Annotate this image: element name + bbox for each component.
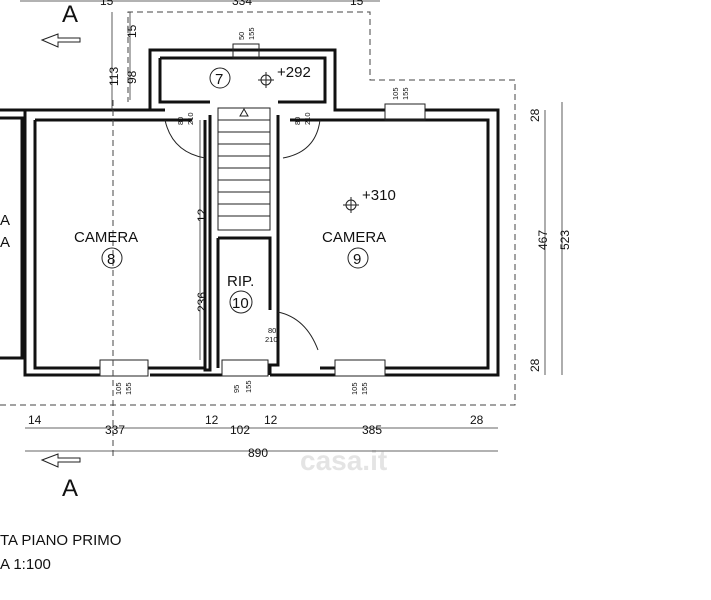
room-number-circle-10 — [229, 290, 253, 314]
bottom-right-window-height: 155 — [360, 382, 369, 395]
inner-walls — [33, 56, 490, 375]
watermark-text: casa.it — [300, 445, 387, 476]
section-label-bottom: A — [62, 475, 78, 502]
room-name-camera-9: CAMERA — [322, 229, 386, 246]
door-swing-right — [282, 119, 321, 159]
room-number-9: 9 — [353, 251, 361, 268]
elevation-310: +310 — [362, 187, 396, 204]
room-name-rip-10: RIP. — [227, 273, 254, 290]
bottom-dim-14: 14 — [28, 413, 42, 427]
door-swing-left — [164, 119, 206, 159]
bottom-dim-385: 385 — [362, 423, 382, 437]
bottom-right-window-width: 105 — [350, 382, 359, 395]
right-dim-28-bottom: 28 — [528, 358, 542, 372]
bottom-left-window — [99, 359, 149, 377]
room-number-10: 10 — [232, 295, 249, 312]
footprint-outline — [0, 11, 516, 406]
room-number-circle-8 — [101, 247, 123, 269]
bottom-left-window-width: 105 — [114, 382, 123, 395]
bottom-right-window — [334, 359, 386, 377]
bottom-left-window-height: 155 — [124, 382, 133, 395]
bottom-dim-12-b: 12 — [264, 413, 278, 427]
door-rip-height: 210 — [265, 335, 278, 344]
left-neighbor-walls — [0, 116, 24, 360]
door-left-height: 210 — [186, 112, 195, 125]
bottom-dim-28: 28 — [470, 413, 484, 427]
room-number-8: 8 — [107, 251, 115, 268]
inner-dim-236: 236 — [195, 292, 209, 312]
plan-scale: A 1:100 — [0, 556, 51, 573]
staircase — [217, 107, 271, 231]
top-dim-334: 334 — [232, 0, 252, 8]
left-partial-label-1: A — [0, 212, 10, 229]
top-window-width: 50 — [237, 32, 246, 40]
elevation-marker-292 — [258, 72, 274, 88]
door-right-height: 210 — [303, 112, 312, 125]
right-dim-523: 523 — [558, 230, 572, 250]
section-arrow-top — [40, 33, 81, 48]
inner-dim-12: 12 — [195, 208, 209, 222]
left-dim-15: 15 — [125, 24, 139, 38]
bottom-dim-337: 337 — [105, 423, 125, 437]
room-name-camera-8: CAMERA — [74, 229, 138, 246]
right-top-window-height: 155 — [401, 87, 410, 100]
elevation-marker-310 — [343, 197, 359, 213]
door-right-width: 80 — [293, 117, 302, 125]
room-number-7: 7 — [215, 71, 223, 88]
elevation-292: +292 — [277, 64, 311, 81]
room-number-circle-9 — [347, 247, 369, 269]
bottom-mid-window-width: 95 — [232, 385, 241, 393]
room-number-circle-7 — [209, 67, 231, 89]
section-label-top: A — [62, 1, 78, 28]
right-dim-467: 467 — [536, 230, 550, 250]
plan-title: TA PIANO PRIMO — [0, 532, 122, 549]
left-partial-label-2: A — [0, 234, 10, 251]
bottom-dim-12-a: 12 — [205, 413, 219, 427]
right-top-window — [384, 103, 426, 121]
left-dim-98: 98 — [125, 70, 139, 84]
top-dim-15-right: 15 — [350, 0, 364, 8]
outer-walls — [0, 48, 500, 377]
door-swing-rip — [277, 311, 319, 351]
right-dim-28-top: 28 — [528, 108, 542, 122]
bottom-dim-102: 102 — [230, 423, 250, 437]
top-dim-15-left: 15 — [100, 0, 114, 8]
bottom-mid-window — [221, 359, 269, 377]
top-window — [232, 43, 260, 59]
door-rip-width: 80 — [268, 326, 276, 335]
bottom-mid-window-height: 155 — [244, 380, 253, 393]
left-dim-113: 113 — [107, 67, 121, 86]
section-arrow-bottom — [40, 453, 81, 468]
top-window-height: 155 — [247, 27, 256, 40]
bottom-dim-890: 890 — [248, 446, 268, 460]
door-left-width: 80 — [176, 117, 185, 125]
right-top-window-width: 105 — [391, 87, 400, 100]
